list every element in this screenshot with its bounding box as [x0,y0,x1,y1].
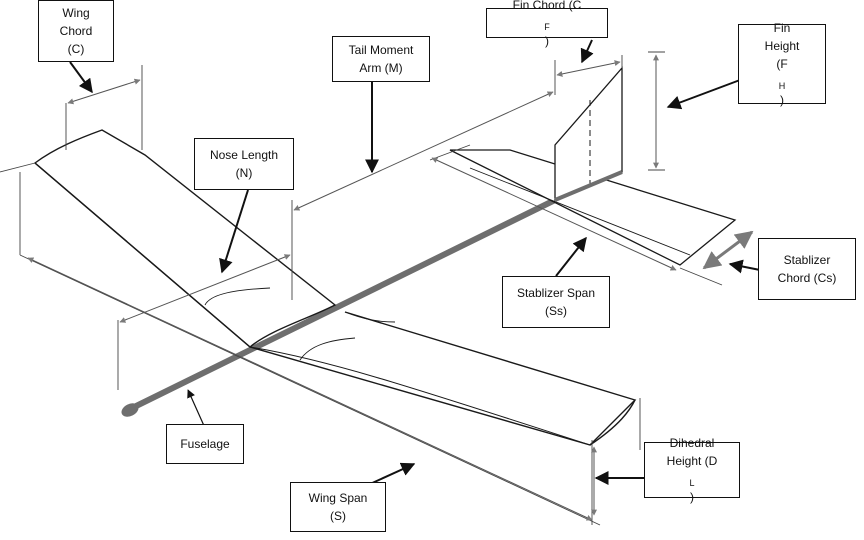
wing-chord-leader [69,61,93,94]
dimension-lines [27,54,677,521]
fin-chord-dimension [556,60,621,77]
tail-moment-dimension [293,91,554,211]
leader-arrows [69,39,761,485]
wing-span-label: Wing Span (S) [290,482,386,532]
wing-chord-label: Wing Chord (C) [38,0,114,62]
nose-length-leader [219,189,249,274]
tail-moment-arm-label: Tail Moment Arm (M) [332,36,430,82]
stabilizer-chord-dimension [702,230,754,270]
nose-length-label: Nose Length (N) [194,138,294,190]
wing-chord-dimension [67,78,141,105]
fuselage-leader [187,389,206,429]
stabilizer-span-label: Stablizer Span (Ss) [502,276,610,328]
vertical-fin [554,66,623,202]
fin-height-leader [666,79,741,110]
wing-span-leader [369,462,416,485]
fuselage-label: Fuselage [166,424,244,464]
stab-span-leader [555,236,587,277]
stab-chord-leader [728,259,761,274]
nose-length-dimension [119,254,291,323]
stabilizer-span-dimension [431,157,677,271]
fin-chord-leader [580,39,594,64]
stabilizer-chord-label: Stablizer Chord (Cs) [758,238,856,300]
